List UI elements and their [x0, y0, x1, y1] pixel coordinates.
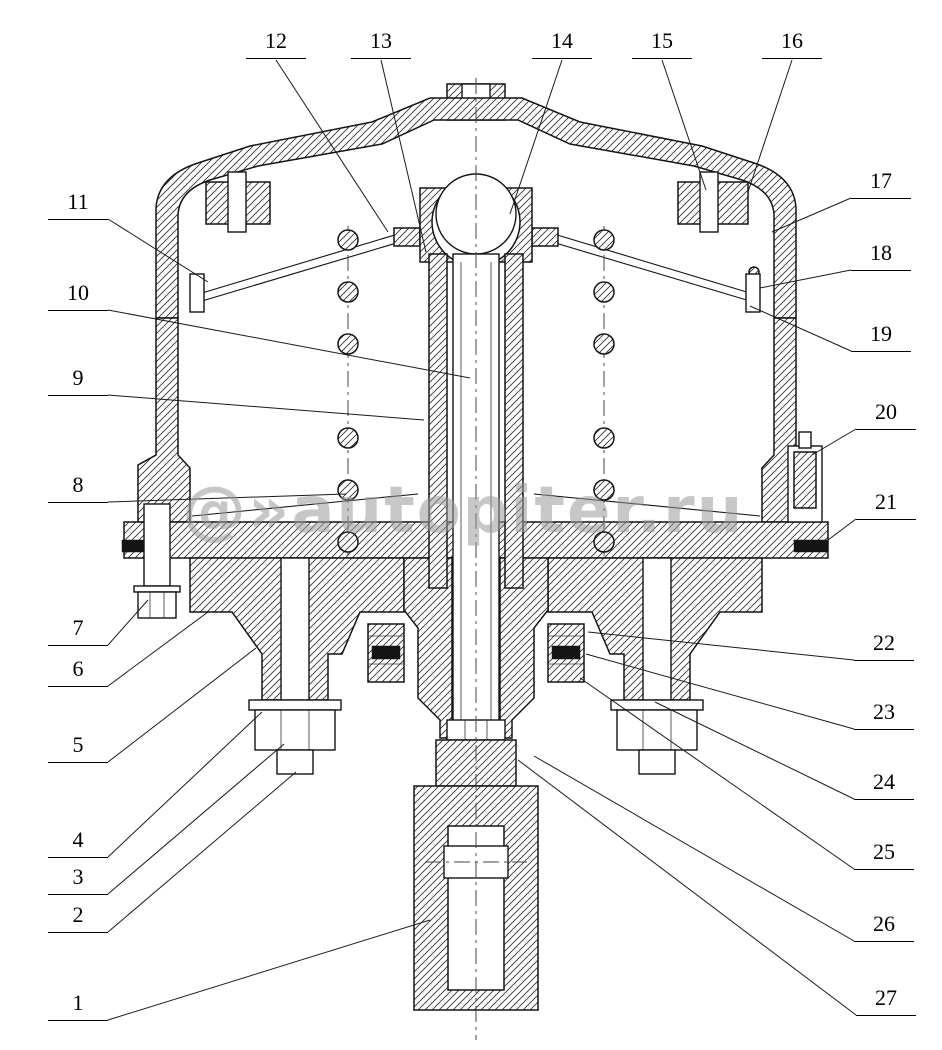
part-label-4: 4 [48, 827, 108, 858]
leader-line-1 [107, 919, 431, 1021]
part-label-6: 6 [48, 656, 108, 687]
part-label-13: 13 [351, 28, 411, 59]
drain-valve [143, 503, 171, 587]
part-label-3: 3 [48, 864, 108, 895]
leader-line-19 [749, 305, 852, 352]
part-label-23: 23 [854, 699, 914, 730]
rod-seal-right [551, 645, 581, 660]
part-label-14: 14 [532, 28, 592, 59]
flange-bolt-left [189, 273, 205, 313]
part-label-9: 9 [48, 365, 108, 396]
leader-line-11 [107, 218, 209, 283]
leader-line-16 [747, 59, 793, 193]
part-label-11: 11 [48, 189, 108, 220]
part-label-10: 10 [48, 280, 108, 311]
leader-lines [107, 59, 857, 1021]
part-label-24: 24 [854, 769, 914, 800]
gland-bolt-left [227, 171, 247, 233]
leader-line-9 [107, 394, 425, 421]
part-label-20: 20 [856, 399, 916, 430]
diaphragm-clamp-right [531, 227, 559, 247]
pushrod-assembly [393, 173, 559, 739]
seal-stacks [367, 623, 585, 683]
part-label-16: 16 [762, 28, 822, 59]
part-label-15: 15 [632, 28, 692, 59]
leader-line-23 [585, 653, 855, 730]
leader-line-24 [654, 701, 855, 800]
part-label-5: 5 [48, 732, 108, 763]
leader-line-13 [380, 59, 427, 253]
leader-line-8 [107, 493, 347, 503]
part-label-22: 22 [854, 630, 914, 661]
part-label-8: 8 [48, 472, 108, 503]
seal-ring-right [793, 539, 829, 553]
leader-line-7 [107, 599, 149, 646]
part-label-27: 27 [856, 985, 916, 1016]
guide-tube-left [428, 253, 448, 589]
part-label-1: 1 [48, 990, 108, 1021]
leader-line-4 [107, 711, 263, 858]
part-label-21: 21 [856, 489, 916, 520]
leader-line-15 [661, 59, 707, 191]
leader-line-25 [579, 677, 855, 870]
leader-line-12 [275, 59, 389, 233]
leader-line-10 [107, 309, 471, 379]
leader-line-3 [107, 743, 285, 895]
leader-line-14 [509, 59, 563, 215]
leader-line-2 [107, 771, 297, 933]
return-spring-right [593, 226, 615, 556]
flange-bolt-right [745, 273, 761, 313]
leader-line-26 [533, 755, 855, 942]
part-label-7: 7 [48, 615, 108, 646]
part-label-12: 12 [246, 28, 306, 59]
leader-line-18 [759, 269, 852, 289]
leader-line-5 [107, 647, 257, 763]
guide-tube-right [504, 253, 524, 589]
drain-valve-nut [137, 591, 177, 619]
part-label-17: 17 [851, 168, 911, 199]
part-label-25: 25 [854, 839, 914, 870]
part-label-18: 18 [851, 240, 911, 271]
mounting-bolt-right [610, 557, 704, 775]
part-label-26: 26 [854, 911, 914, 942]
return-spring-left [337, 226, 359, 556]
rod-seal-left [371, 645, 401, 660]
side-fittings [133, 171, 823, 619]
leader-line-21 [819, 518, 857, 547]
part-label-19: 19 [851, 321, 911, 352]
mounting-bolt-left [248, 557, 342, 775]
leader-line-20 [811, 428, 857, 456]
diaphragm-clamp-left [393, 227, 421, 247]
diaphragm-plates [191, 227, 761, 517]
leader-line-27 [517, 759, 857, 1016]
leader-line-17 [771, 197, 852, 233]
leader-line-22 [587, 631, 855, 661]
leader-line-6 [107, 611, 209, 687]
part-label-2: 2 [48, 902, 108, 933]
